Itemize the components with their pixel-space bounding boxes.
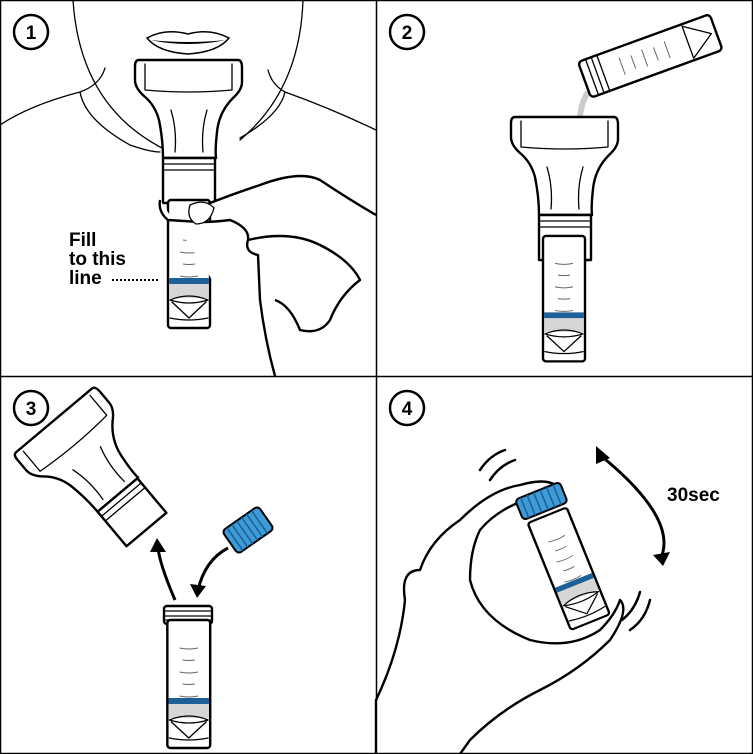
open-tube	[162, 604, 214, 750]
neck-shoulders	[0, 67, 377, 153]
panel-step-4: 4 30sec	[374, 389, 720, 754]
motion-lines-left	[478, 448, 517, 482]
sample-tube	[541, 234, 587, 363]
label-line-3: line	[69, 268, 102, 289]
blue-cap-icon	[222, 506, 274, 554]
shaken-tube	[515, 482, 611, 632]
face-outline	[72, 0, 304, 153]
step-2-badge: 2	[388, 13, 426, 51]
panel-step-3: 3	[11, 384, 274, 750]
motion-lines-right	[620, 590, 652, 632]
fill-line-label: Fill to this line	[69, 230, 158, 289]
arrow-up-icon	[156, 547, 177, 601]
step-1-badge: 1	[12, 13, 50, 51]
step-3-number: 3	[26, 399, 37, 420]
step-2-number: 2	[402, 23, 413, 44]
hand-illustration	[158, 174, 377, 377]
step-3-badge: 3	[12, 389, 50, 427]
panel-step-1: 1 Fill to this line	[0, 0, 377, 377]
label-line-1: Fill	[69, 230, 96, 251]
duration-label: 30sec	[667, 485, 720, 506]
step-4-number: 4	[402, 399, 413, 420]
step-4-badge: 4	[388, 389, 426, 427]
pouring-vial	[577, 14, 723, 98]
label-line-2: to this	[69, 249, 126, 270]
panel-step-2: 2	[388, 13, 723, 363]
rotate-arrow-icon	[599, 453, 666, 561]
arrow-down-icon	[196, 546, 229, 591]
hand-illustration	[374, 480, 625, 754]
funnel-collector	[133, 58, 244, 205]
step-1-number: 1	[26, 23, 37, 44]
